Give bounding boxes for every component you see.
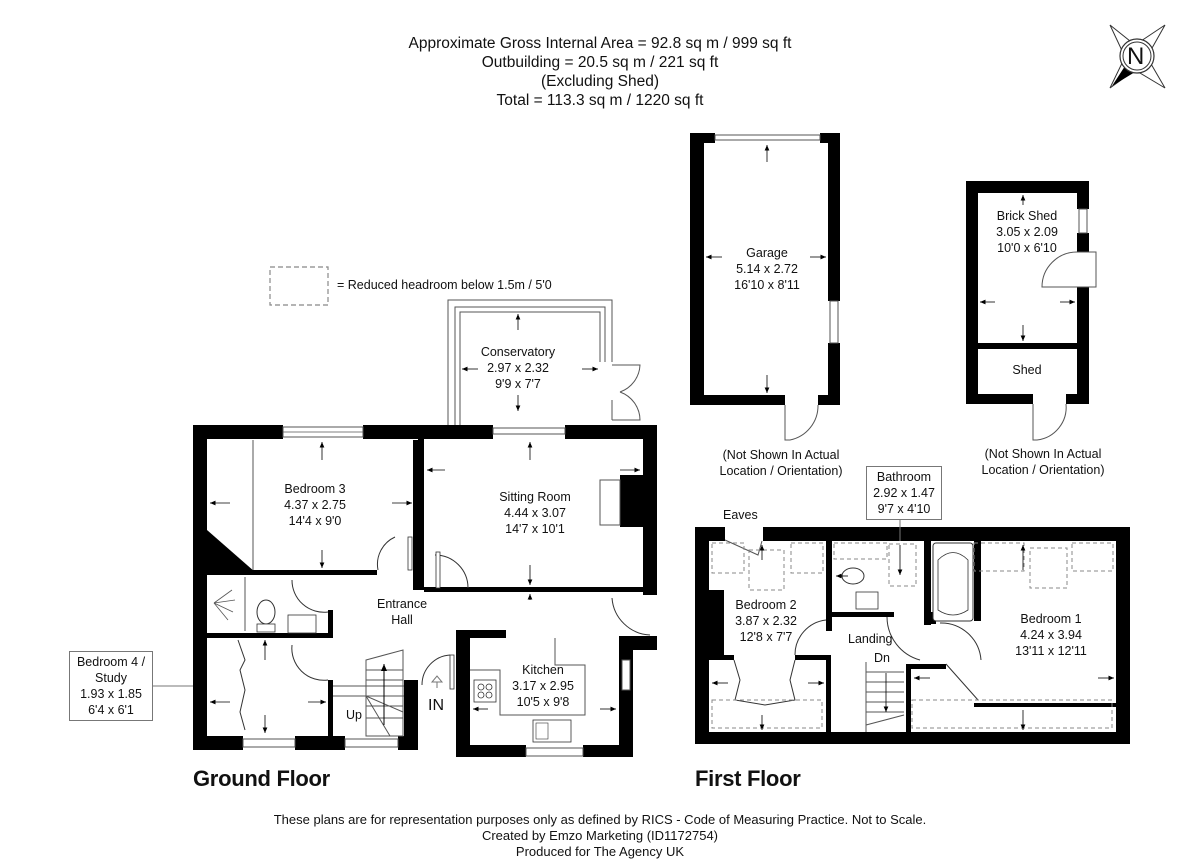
room-metric: 4.24 x 3.94 xyxy=(1020,628,1082,642)
stairs-down-label: Dn xyxy=(874,651,890,665)
total-area: Total = 113.3 sq m / 1220 sq ft xyxy=(496,92,704,109)
room-imperial: 14'7 x 10'1 xyxy=(505,522,565,536)
room-name-line2: Hall xyxy=(391,613,413,627)
first-floor-title: First Floor xyxy=(695,766,801,791)
ground-floor-plan xyxy=(150,299,657,757)
room-imperial: 10'5 x 9'8 xyxy=(516,695,570,709)
room-label-brick-shed: Brick Shed 3.05 x 2.09 10'0 x 6'10 xyxy=(982,208,1072,256)
note-line: (Not Shown In Actual xyxy=(984,447,1102,461)
room-name: Kitchen xyxy=(522,663,564,677)
room-callout-bathroom: Bathroom 2.92 x 1.47 9'7 x 4'10 xyxy=(866,466,942,520)
room-imperial: 13'11 x 12'11 xyxy=(1015,644,1087,658)
disclaimer-footer: These plans are for representation purpo… xyxy=(200,812,1000,860)
room-metric: 4.37 x 2.75 xyxy=(284,498,346,512)
room-callout-bedroom-4-study: Bedroom 4 / Study 1.93 x 1.85 6'4 x 6'1 xyxy=(69,651,153,721)
room-name: Entrance xyxy=(376,597,428,611)
room-name: Bedroom 4 / xyxy=(76,655,146,669)
reduced-headroom-legend-box xyxy=(269,266,329,306)
brick-shed-plan xyxy=(966,181,1097,441)
room-metric: 3.87 x 2.32 xyxy=(735,614,797,628)
note-line: Location / Orientation) xyxy=(719,464,843,478)
room-metric: 2.97 x 2.32 xyxy=(487,361,549,375)
room-name: Conservatory xyxy=(480,345,556,359)
gross-internal-area: Approximate Gross Internal Area = 92.8 s… xyxy=(408,35,792,52)
room-label-kitchen: Kitchen 3.17 x 2.95 10'5 x 9'8 xyxy=(505,662,581,710)
room-label-entrance-hall: Entrance Hall xyxy=(362,596,442,628)
room-imperial: 10'0 x 6'10 xyxy=(997,241,1057,255)
room-name: Bathroom xyxy=(876,470,932,484)
room-label-bedroom-1: Bedroom 1 4.24 x 3.94 13'11 x 12'11 xyxy=(1005,611,1097,659)
note-line: (Not Shown In Actual xyxy=(722,448,840,462)
garage-plan xyxy=(690,133,840,441)
north-compass-icon xyxy=(1109,24,1166,89)
room-name: Bedroom 1 xyxy=(1020,612,1082,626)
room-metric: 3.05 x 2.09 xyxy=(996,225,1058,239)
first-floor-plan xyxy=(695,518,1130,744)
eaves-label: Eaves xyxy=(723,508,758,522)
area-summary: Approximate Gross Internal Area = 92.8 s… xyxy=(300,34,900,110)
produced-for-credit: Produced for The Agency UK xyxy=(515,844,685,859)
room-label-landing: Landing xyxy=(848,632,893,646)
room-name-line2: Study xyxy=(95,671,127,685)
room-name: Sitting Room xyxy=(499,490,571,504)
entrance-in-label: IN xyxy=(428,697,444,714)
legend-text: = Reduced headroom below 1.5m / 5'0 xyxy=(337,278,552,292)
room-imperial: 16'10 x 8'11 xyxy=(734,278,800,292)
note-line: Location / Orientation) xyxy=(981,463,1105,477)
room-metric: 4.44 x 3.07 xyxy=(504,506,566,520)
room-label-bedroom-3: Bedroom 3 4.37 x 2.75 14'4 x 9'0 xyxy=(270,481,360,529)
room-imperial: 12'8 x 7'7 xyxy=(739,630,793,644)
compass-north-label: N xyxy=(1127,43,1145,70)
ground-floor-title: Ground Floor xyxy=(193,766,330,791)
room-name: Garage xyxy=(746,246,788,260)
creator-credit: Created by Emzo Marketing (ID1172754) xyxy=(481,828,719,843)
room-metric: 3.17 x 2.95 xyxy=(512,679,574,693)
room-imperial: 14'4 x 9'0 xyxy=(288,514,342,528)
room-name: Bedroom 2 xyxy=(735,598,797,612)
disclaimer-text: These plans are for representation purpo… xyxy=(273,812,927,827)
room-label-garage: Garage 5.14 x 2.72 16'10 x 8'11 xyxy=(720,245,814,293)
room-name: Bedroom 3 xyxy=(284,482,346,496)
outbuilding-area: Outbuilding = 20.5 sq m / 221 sq ft xyxy=(481,54,719,71)
room-label-bedroom-2: Bedroom 2 3.87 x 2.32 12'8 x 7'7 xyxy=(724,597,808,645)
room-name: Brick Shed xyxy=(996,209,1058,223)
room-metric: 5.14 x 2.72 xyxy=(736,262,798,276)
shed-orientation-note: (Not Shown In Actual Location / Orientat… xyxy=(968,446,1118,478)
room-metric: 1.93 x 1.85 xyxy=(80,687,142,701)
room-metric: 2.92 x 1.47 xyxy=(873,486,935,500)
room-imperial: 6'4 x 6'1 xyxy=(88,703,134,717)
room-imperial: 9'7 x 4'10 xyxy=(877,502,931,516)
room-label-sitting-room: Sitting Room 4.44 x 3.07 14'7 x 10'1 xyxy=(485,489,585,537)
room-label-shed: Shed xyxy=(1012,363,1042,377)
room-imperial: 9'9 x 7'7 xyxy=(495,377,541,391)
garage-orientation-note: (Not Shown In Actual Location / Orientat… xyxy=(706,447,856,479)
stairs-up-label: Up xyxy=(346,708,362,722)
room-label-conservatory: Conservatory 2.97 x 2.32 9'9 x 7'7 xyxy=(470,344,566,392)
excluding-shed-note: (Excluding Shed) xyxy=(540,73,660,90)
